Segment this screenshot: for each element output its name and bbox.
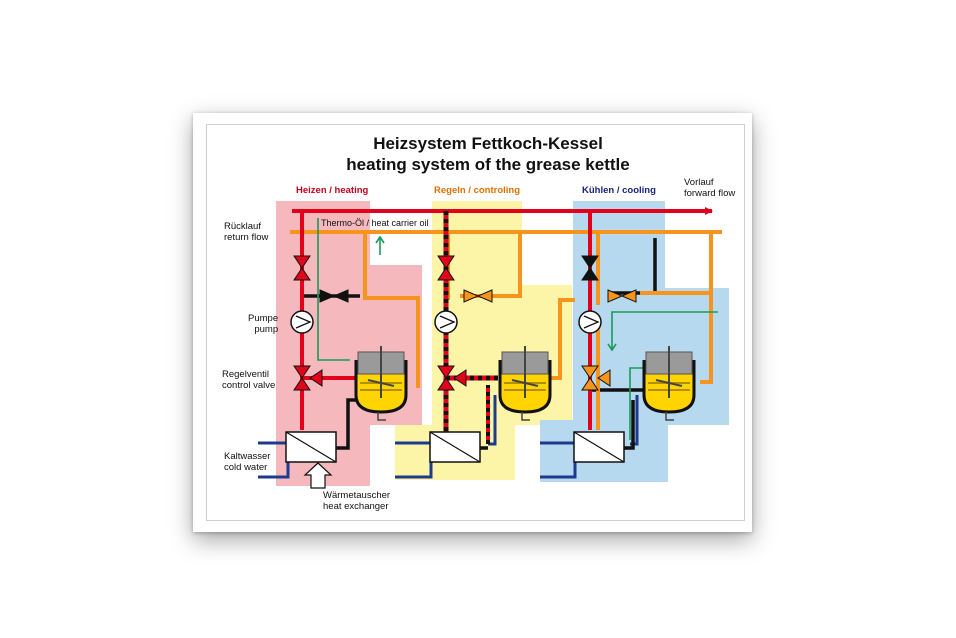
valves [293,255,637,391]
kettle-controlling [498,346,552,421]
poster-border [206,124,745,521]
control-valve-label: Regelventil control valve [222,369,276,392]
title-english: heating system of the grease kettle [346,155,630,174]
kettle-heating [354,346,408,421]
forward-flow-label-en: forward flow [684,187,736,199]
pump-controlling [434,310,458,334]
pump-label-en: pump [254,323,279,335]
pump-cooling [578,310,602,334]
return-flow-label: Rücklauf return flow [224,221,269,244]
cold-water-label: Kaltwasser cold water [224,451,271,474]
heat-exchanger-label: Wärmetauscher heat exchanger [323,490,391,513]
control-valve-label-en: control valve [222,379,276,391]
heat-exchanger-controlling [429,431,481,463]
return-flow-label-en: return flow [224,231,269,243]
return-flow-label-de: Rücklauf [224,221,261,232]
pump-label-de: Pumpe [248,313,279,324]
heat-exchanger-label-de: Wärmetauscher [323,490,391,501]
heat-exchanger-heating [285,431,337,463]
control-valve-label-de: Regelventil [222,369,269,380]
cold-water-label-de: Kaltwasser [224,451,271,462]
cold-water-pipes [258,395,639,479]
title-german: Heizsystem Fettkoch-Kessel [373,134,603,153]
cold-water-label-en: cold water [224,461,268,473]
forward-flow-label-de: Vorlauf [684,177,714,188]
section-label-cooling: Kühlen / cooling [582,185,656,196]
heat-exchanger-pointer-arrow [303,462,333,489]
section-label-heating: Heizen / heating [296,185,369,196]
pump-label: Pumpe pump [248,313,279,336]
pump-heating [290,310,314,334]
kettle-cooling [642,346,696,421]
section-label-controlling: Regeln / controling [434,185,521,196]
heat-exchanger-cooling [573,431,625,463]
forward-flow-label: Vorlauf forward flow [684,177,736,200]
carrier-oil-label: Thermo-Öl / heat carrier oil [321,218,429,228]
heat-exchanger-label-en: heat exchanger [323,500,389,512]
